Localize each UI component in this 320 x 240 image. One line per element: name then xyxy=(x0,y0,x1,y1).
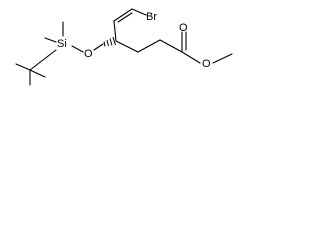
methyl-ester-group xyxy=(181,31,233,64)
silyl-methyl-bonds xyxy=(44,21,84,53)
bond-vinyl-double-outer xyxy=(113,8,133,22)
bond-si-o xyxy=(71,45,84,53)
vinyl-bromide-group xyxy=(113,8,147,42)
molecule-drawing: Si O Br O O xyxy=(15,8,233,86)
bond-chain-1 xyxy=(115,40,139,53)
ether-oxygen-label: O xyxy=(84,48,93,60)
wedge-hash-4 xyxy=(112,36,116,46)
carbonyl-oxygen-label: O xyxy=(179,22,188,34)
bond-si-methyl-left xyxy=(44,37,57,43)
bond-vinyl-double-inner xyxy=(117,12,133,23)
bond-cq-si xyxy=(29,49,57,71)
bond-vinyl-br xyxy=(131,8,147,16)
ester-oxygen-label: O xyxy=(202,58,211,70)
tert-butyl-group xyxy=(15,49,57,86)
structure-diagram: Si O Br O O xyxy=(0,0,258,95)
bond-stereocenter-vinyl xyxy=(113,20,117,42)
bond-cq-methyl-left xyxy=(15,63,31,71)
silicon-label: Si xyxy=(57,38,67,50)
bond-cq-methyl-right xyxy=(29,69,46,78)
bond-chain-2 xyxy=(137,39,161,53)
bond-ester-o xyxy=(181,51,201,64)
wedge-hash-2 xyxy=(106,39,109,47)
alkyl-chain xyxy=(115,39,183,53)
wedge-hash-1 xyxy=(103,41,106,47)
hashed-wedge-bond xyxy=(103,36,116,47)
wedge-hash-3 xyxy=(109,38,113,46)
ether-linkage xyxy=(93,36,116,51)
bond-o-methyl xyxy=(212,53,233,64)
bromine-label: Br xyxy=(146,11,157,23)
bond-o-stereocenter xyxy=(93,43,104,51)
bond-chain-3 xyxy=(159,39,183,53)
